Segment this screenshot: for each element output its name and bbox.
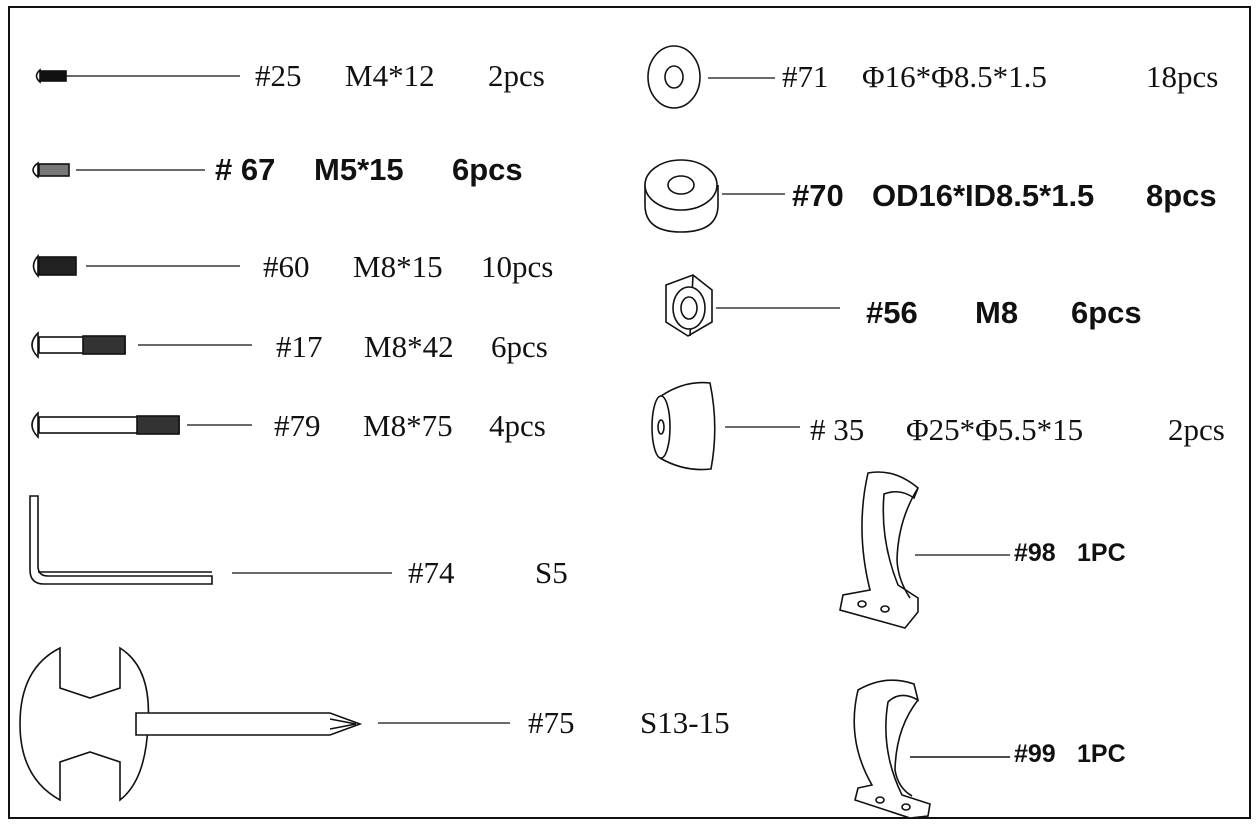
part-17-number: #17 (276, 329, 323, 364)
part-56-number: #56 (866, 295, 918, 330)
bolt-m8x15-icon (32, 253, 240, 279)
part-56-size: M8 (975, 295, 1019, 330)
curved-bracket-99-icon (853, 679, 1010, 819)
part-35-size: Φ25*Φ5.5*15 (906, 412, 1084, 447)
part-25-number: #25 (255, 58, 302, 93)
part-75-size: S13-15 (640, 705, 730, 740)
bolt-m8x75-icon (31, 411, 252, 439)
part-60-number: #60 (263, 249, 310, 284)
part-67-qty: 6pcs (452, 152, 523, 187)
bolt-m8x42-icon (31, 331, 252, 359)
part-71-number: #71 (782, 59, 829, 94)
part-25-qty: 2pcs (488, 58, 545, 93)
rubber-foot-icon (651, 381, 800, 471)
part-79-qty: 4pcs (489, 408, 546, 443)
part-71-size: Φ16*Φ8.5*1.5 (862, 59, 1047, 94)
thick-washer-icon (644, 159, 785, 233)
part-17-qty: 6pcs (491, 329, 548, 364)
part-75-number: #75 (528, 705, 575, 740)
curved-bracket-98-icon (839, 471, 1010, 629)
part-70-size: OD16*ID8.5*1.5 (872, 178, 1095, 213)
part-35-qty: 2pcs (1168, 412, 1225, 447)
part-67-number: # 67 (215, 152, 276, 187)
part-67-size: M5*15 (314, 152, 404, 187)
part-79-size: M8*75 (363, 408, 453, 443)
part-17-size: M8*42 (364, 329, 454, 364)
part-74-size: S5 (535, 555, 568, 590)
parts-frame (8, 6, 1251, 819)
part-99-qty: 1PC (1077, 740, 1126, 768)
hex-key-icon (29, 495, 392, 585)
part-71-qty: 18pcs (1146, 59, 1219, 94)
bolt-m4x12-icon (35, 68, 240, 84)
part-35-number: # 35 (810, 412, 865, 447)
part-25-size: M4*12 (345, 58, 435, 93)
part-70-number: #70 (792, 178, 844, 213)
part-98-number: #98 (1014, 539, 1056, 567)
combination-wrench-icon (19, 646, 510, 802)
part-70-qty: 8pcs (1146, 178, 1217, 213)
part-74-number: #74 (408, 555, 455, 590)
flat-washer-icon (647, 45, 775, 109)
bolt-m5x15-icon (32, 161, 205, 179)
part-60-size: M8*15 (353, 249, 443, 284)
part-56-qty: 6pcs (1071, 295, 1142, 330)
part-99-number: #99 (1014, 740, 1056, 768)
part-79-number: #79 (274, 408, 321, 443)
part-60-qty: 10pcs (481, 249, 554, 284)
hex-nut-icon (665, 274, 840, 337)
part-98-qty: 1PC (1077, 539, 1126, 567)
